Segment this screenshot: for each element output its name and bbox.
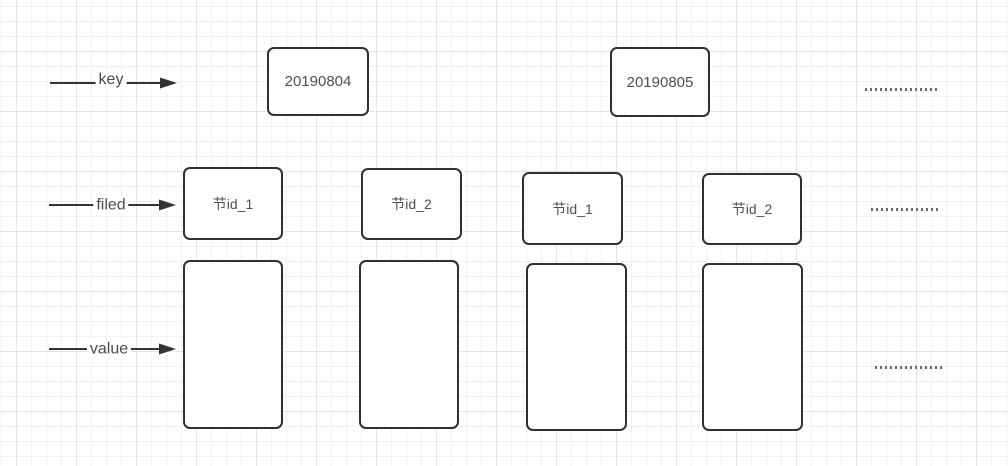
key-box-1-label: 20190804 — [284, 73, 352, 90]
field-box-4-label: 节id_2 — [731, 201, 773, 217]
key-box-2-label: 20190805 — [626, 73, 694, 91]
key-box-2: 20190805 — [610, 47, 710, 117]
field-box-1-label: 节id_1 — [212, 195, 254, 212]
field-box-3-label: 节id_1 — [552, 200, 593, 217]
filed-arrowhead-icon — [159, 199, 176, 211]
field-box-1: 节id_1 — [183, 167, 283, 240]
key-box-1: 20190804 — [267, 47, 369, 116]
field-box-4: 节id_2 — [702, 173, 802, 245]
value-arrowhead-icon — [159, 343, 176, 355]
value-box-4 — [702, 263, 803, 431]
value-box-2 — [359, 260, 459, 429]
filed-row-label: filed — [93, 195, 129, 215]
value-box-1 — [183, 260, 283, 429]
key-arrowhead-icon — [160, 77, 177, 89]
value-box-3 — [526, 263, 627, 431]
value-row-ellipsis-dots — [875, 366, 943, 369]
field-box-2-label: 节id_2 — [391, 196, 432, 212]
value-row-label: value — [86, 339, 132, 359]
key-row-ellipsis-dots — [865, 88, 937, 91]
field-row-ellipsis-dots — [871, 208, 941, 211]
key-row-label: key — [95, 69, 127, 89]
field-box-2: 节id_2 — [361, 168, 462, 240]
field-box-3: 节id_1 — [522, 172, 623, 245]
